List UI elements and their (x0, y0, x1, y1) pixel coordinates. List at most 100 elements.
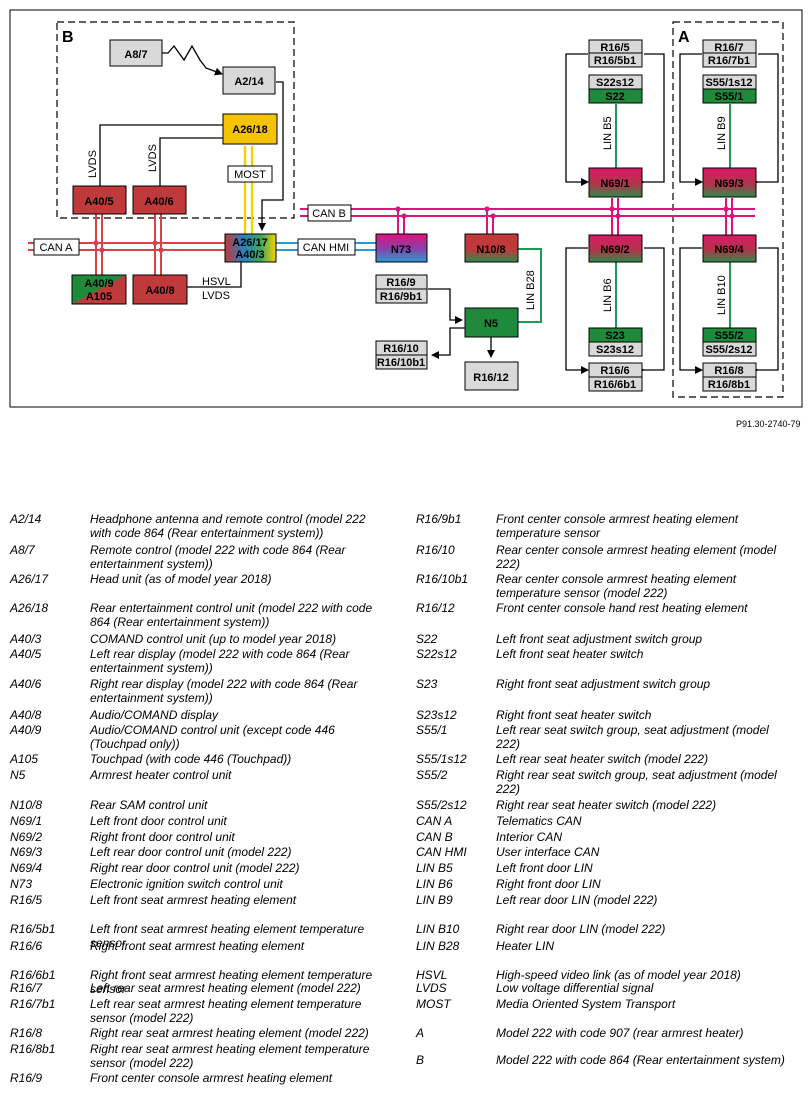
s55-2s12-box (702, 341, 757, 357)
legend-code: R16/6 (10, 939, 43, 953)
r16-12-box (464, 361, 519, 391)
legend-code: LVDS (416, 981, 447, 995)
n73-box (375, 233, 428, 263)
legend-description: Model 222 with code 907 (rear armrest he… (496, 1026, 744, 1040)
legend-code: S55/2s12 (416, 798, 467, 812)
legend-description: Left front seat adjustment switch group (496, 632, 703, 646)
can-b-label: CAN B (312, 208, 346, 220)
r16-6b1-label: R16/6b1 (594, 379, 636, 391)
legend-description: Left front door control unit (90, 814, 227, 828)
legend-description: Right rear seat heater switch (model 222… (496, 798, 717, 812)
legend-description: Left rear seat heater switch (model 222) (496, 752, 709, 766)
legend-code: N5 (10, 768, 26, 782)
can-b-junctions (395, 206, 735, 219)
lin-lines (517, 104, 731, 328)
legend-description: Left front seat armrest heating element (90, 893, 297, 907)
legend-code: S23s12 (416, 708, 457, 722)
legend-code: R16/9b1 (416, 512, 462, 526)
legend-description: Left front door LIN (496, 861, 593, 875)
r16-10b1-box (375, 354, 428, 370)
figure-reference: P91.30-2740-79 (736, 419, 801, 429)
r16-7b1-label: R16/7b1 (708, 55, 750, 67)
a26-17-box (224, 233, 277, 263)
legend-code: LIN B10 (416, 922, 460, 936)
legend-code: A40/3 (10, 632, 42, 646)
n10-8-box (464, 233, 519, 263)
lin-b5-label: LIN B5 (602, 116, 614, 150)
legend-row: S55/2s12 Right rear seat heater switch (m… (416, 798, 806, 828)
can-hmi-label: CAN HMI (303, 242, 349, 254)
lin-b6-label: LIN B6 (602, 278, 614, 312)
r16-5-label: R16/5 (600, 42, 629, 54)
legend-code: A40/5 (10, 647, 42, 661)
a40-9-box (71, 274, 127, 305)
legend-code: R16/10b1 (416, 572, 469, 586)
can-a-label-box (33, 238, 80, 256)
legend-code: CAN B (416, 830, 453, 844)
n69-3-label: N69/3 (714, 178, 743, 190)
most-label: MOST (234, 169, 266, 181)
legend-code: N69/4 (10, 861, 43, 875)
legend-description: Left rear seat armrest heating element t… (90, 997, 362, 1025)
lin-b10-label: LIN B10 (716, 275, 728, 315)
legend-description: Right front door control unit (90, 830, 235, 844)
a8-7-label: A8/7 (124, 49, 147, 61)
legend-description: Left rear display (model 222 with code 8… (90, 647, 350, 675)
legend-row: LVDS Low voltage differential signal (416, 981, 806, 1011)
r16-6-label: R16/6 (600, 365, 629, 377)
n5-box (464, 307, 519, 338)
legend-code: R16/6b1 (10, 968, 56, 982)
legend-code: LIN B9 (416, 893, 453, 907)
legend-description: Front center console armrest heating ele… (90, 1071, 333, 1085)
hsvl-label: HSVL (202, 276, 231, 288)
wiring-diagram: B A (9, 9, 803, 408)
n69-1-box (588, 167, 643, 198)
legend-description: Left rear door control unit (model 222) (90, 845, 292, 859)
legend-code: CAN A (416, 814, 453, 828)
legend-code: A2/14 (10, 512, 42, 526)
legend-description: Media Oriented System Transport (496, 997, 676, 1011)
legend-code: N69/2 (10, 830, 43, 844)
a2-14-box (222, 66, 276, 95)
legend-code: A40/8 (10, 708, 42, 722)
legend-code: N69/1 (10, 814, 43, 828)
legend-code: N10/8 (10, 798, 43, 812)
a40-3-label: A40/3 (235, 249, 264, 261)
r16-10b1-label: R16/10b1 (377, 357, 425, 369)
most-label-box (227, 165, 273, 183)
legend-description: Left front seat heater switch (496, 647, 644, 661)
n69-3-box (702, 167, 757, 198)
legend-code: LIN B6 (416, 877, 453, 891)
legend-row: N10/8 Rear SAM control unit (10, 798, 400, 828)
legend-description: Right rear seat armrest heating element … (90, 1026, 369, 1040)
legend-description: Rear SAM control unit (90, 798, 208, 812)
legend-code: B (416, 1053, 425, 1067)
legend-code: S22 (416, 632, 438, 646)
n10-8-label: N10/8 (476, 244, 505, 256)
a40-5-label: A40/5 (84, 196, 113, 208)
signal-lines (99, 44, 779, 374)
legend-description: Low voltage differential signal (496, 981, 654, 995)
legend-description: Heater LIN (496, 939, 555, 953)
legend-description: Left front seat armrest heating element … (90, 922, 365, 950)
lin-b28-label: LIN B28 (525, 270, 537, 310)
s22s12-label: S22s12 (596, 77, 634, 89)
